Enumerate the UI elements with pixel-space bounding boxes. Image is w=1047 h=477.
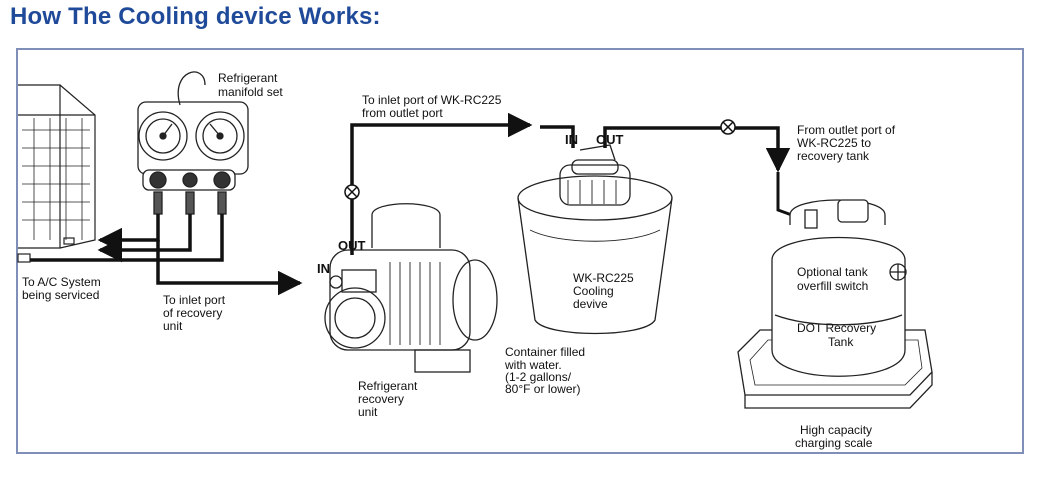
svg-text:unit: unit xyxy=(358,405,378,419)
port-in-cooler: IN xyxy=(565,132,578,147)
svg-text:High capacity: High capacity xyxy=(800,423,872,437)
svg-text:To inlet port: To inlet port xyxy=(163,293,226,307)
label-inlet-wk: To inlet port of WK-RC225 from outlet po… xyxy=(362,93,502,120)
svg-text:DOT Recovery: DOT Recovery xyxy=(797,321,876,335)
label-manifold: Refrigerant manifold set xyxy=(218,71,283,99)
svg-text:recovery tank: recovery tank xyxy=(797,149,870,163)
label-dot-tank: DOT Recovery Tank xyxy=(797,321,876,349)
ac-unit-illustration xyxy=(17,84,96,263)
svg-text:overfill switch: overfill switch xyxy=(797,279,868,293)
svg-text:WK-RC225 to: WK-RC225 to xyxy=(797,136,871,150)
port-out-cooler: OUT xyxy=(596,132,624,147)
manifold-hoses xyxy=(30,214,303,296)
svg-text:with water.: with water. xyxy=(504,358,562,372)
svg-text:To inlet port of WK-RC225: To inlet port of WK-RC225 xyxy=(362,93,502,107)
svg-text:manifold set: manifold set xyxy=(218,85,283,99)
svg-text:Cooling: Cooling xyxy=(573,284,614,298)
label-tank-switch: Optional tank overfill switch xyxy=(797,265,869,293)
manifold-illustration xyxy=(137,71,249,215)
svg-text:Optional tank: Optional tank xyxy=(797,265,869,279)
svg-text:charging scale: charging scale xyxy=(795,436,873,450)
port-out-pump: OUT xyxy=(338,238,366,253)
svg-text:To A/C System: To A/C System xyxy=(22,275,101,289)
svg-text:from outlet port: from outlet port xyxy=(362,106,443,120)
valve-tank-line-icon xyxy=(720,119,736,135)
svg-text:(1-2 gallons/: (1-2 gallons/ xyxy=(505,370,572,384)
cooling-device-illustration xyxy=(517,144,673,335)
svg-text:unit: unit xyxy=(163,319,183,333)
label-cooling-device: WK-RC225 Cooling devive xyxy=(573,271,634,311)
label-scale: High capacity charging scale xyxy=(795,423,873,450)
label-container: Container filled with water. (1-2 gallon… xyxy=(504,345,585,396)
svg-text:devive: devive xyxy=(573,297,608,311)
svg-text:recovery: recovery xyxy=(358,392,404,406)
svg-text:Refrigerant: Refrigerant xyxy=(358,379,418,393)
svg-text:WK-RC225: WK-RC225 xyxy=(573,271,634,285)
label-from-outlet: From outlet port of WK-RC225 to recovery… xyxy=(797,123,896,163)
label-inlet-recovery: To inlet port of recovery unit xyxy=(163,293,226,333)
pump-to-cooler-line xyxy=(350,112,575,255)
recovery-unit-illustration xyxy=(324,203,498,373)
svg-text:of recovery: of recovery xyxy=(163,306,222,320)
cooler-to-tank-line xyxy=(603,126,801,220)
svg-text:being serviced: being serviced xyxy=(22,288,99,302)
recovery-tank-illustration xyxy=(771,199,907,377)
charging-scale-illustration xyxy=(737,329,933,409)
svg-text:Tank: Tank xyxy=(828,335,854,349)
svg-text:Refrigerant: Refrigerant xyxy=(218,71,278,85)
valve-pump-line-icon xyxy=(344,184,360,200)
port-in-pump: IN xyxy=(317,261,330,276)
label-ac-system: To A/C System being serviced xyxy=(22,275,101,302)
label-recovery-unit: Refrigerant recovery unit xyxy=(358,379,418,419)
svg-text:From outlet port of: From outlet port of xyxy=(797,123,896,137)
svg-text:80°F or lower): 80°F or lower) xyxy=(505,382,581,396)
page-title: How The Cooling device Works: xyxy=(10,3,381,30)
svg-text:Container filled: Container filled xyxy=(505,345,585,359)
